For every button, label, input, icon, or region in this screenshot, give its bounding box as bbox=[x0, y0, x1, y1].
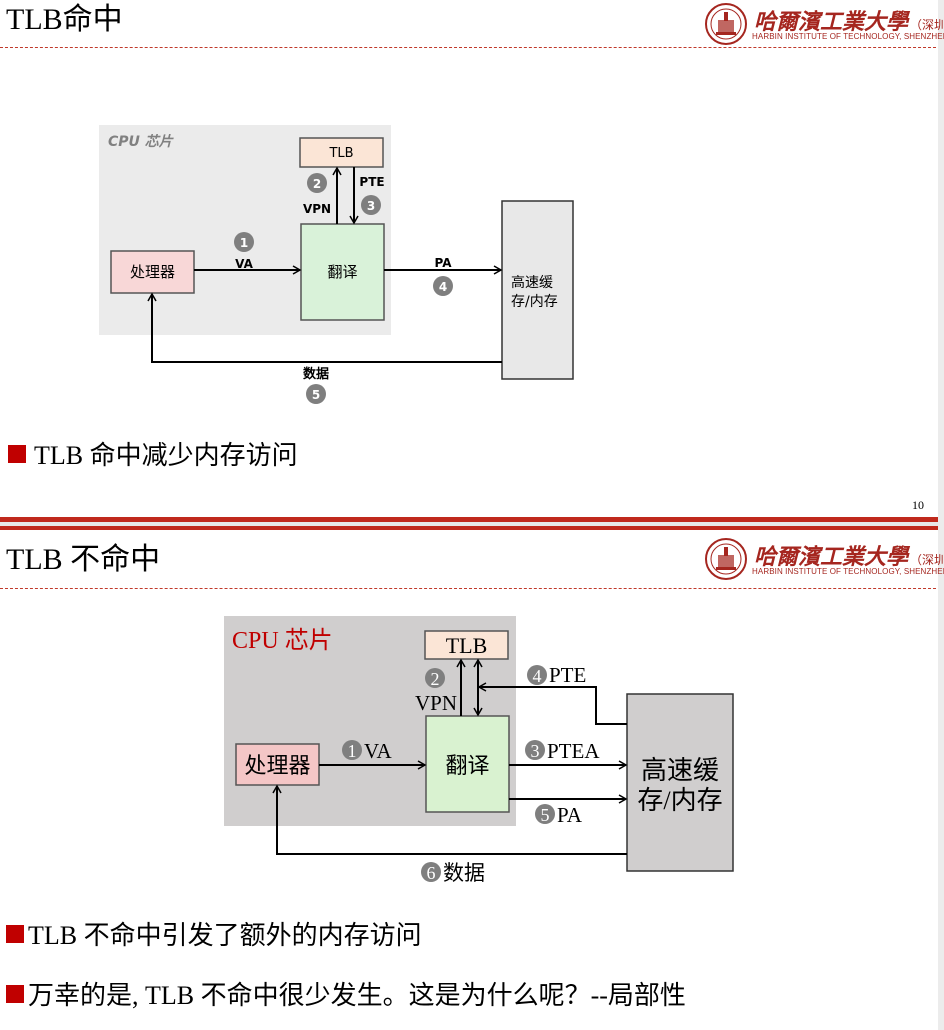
tlb-box bbox=[424, 630, 509, 660]
processor-label: 处理器 bbox=[244, 753, 310, 778]
bullet-item: TLB 不命中引发了额外的内存访问 bbox=[6, 920, 422, 952]
slide-title: TLB命中 bbox=[6, 3, 123, 36]
step-label-pa: PA bbox=[557, 803, 583, 827]
arrow-data bbox=[147, 292, 502, 363]
step-label-va: VA bbox=[364, 739, 392, 763]
logo-name-en: HARBIN INSTITUTE OF TECHNOLOGY, SHENZHEN bbox=[752, 567, 944, 576]
cache-label-line1: 高速缓 bbox=[511, 274, 553, 291]
step-label-pte: PTE bbox=[549, 663, 586, 687]
logo-name-en: HARBIN INSTITUTE OF TECHNOLOGY, SHENZHEN bbox=[752, 32, 944, 41]
svg-text:3: 3 bbox=[531, 741, 540, 761]
cache-memory-box bbox=[626, 693, 734, 872]
step-label-vpn: VPN bbox=[303, 202, 331, 216]
cpu-chip-label: CPU 芯片 bbox=[232, 627, 333, 654]
cache-label-line2: 存/内存 bbox=[637, 786, 722, 815]
arrow-pte bbox=[477, 682, 627, 725]
step-badge-5: 5 bbox=[535, 804, 555, 825]
tlb-label: TLB bbox=[446, 633, 488, 658]
step-label-data: 数据 bbox=[443, 861, 485, 885]
step-badge-2: 2 bbox=[307, 173, 327, 193]
step-badge-4: 4 bbox=[527, 665, 547, 686]
step-badge-3: 3 bbox=[525, 740, 545, 761]
translate-label: 翻译 bbox=[327, 263, 357, 281]
bullet-item: 万幸的是, TLB 不命中很少发生。这是为什么呢？--局部性 bbox=[6, 980, 686, 1012]
header-divider bbox=[0, 47, 936, 48]
cache-memory-box bbox=[501, 200, 574, 380]
step-badge-2: 2 bbox=[425, 668, 445, 689]
slide-separator-bottom bbox=[0, 526, 938, 530]
bullet-square-icon bbox=[6, 985, 24, 1003]
slide-separator-gap bbox=[0, 522, 938, 526]
page-number: 10 bbox=[912, 498, 924, 512]
scrollbar[interactable] bbox=[938, 0, 944, 1030]
processor-label: 处理器 bbox=[130, 263, 175, 281]
step-badge-5: 5 bbox=[306, 384, 326, 404]
svg-text:2: 2 bbox=[431, 669, 440, 689]
processor-box bbox=[235, 743, 320, 786]
university-logo: 哈爾濱工業大學（深圳） HARBIN INSTITUTE OF TECHNOLO… bbox=[704, 2, 944, 48]
bullet-item: TLB 命中减少内存访问 bbox=[8, 440, 298, 472]
cache-label-line1: 高速缓 bbox=[641, 756, 719, 785]
slide-separator-top bbox=[0, 517, 938, 522]
tlb-hit-diagram: CPU 芯片 TLB 处理器 翻译 高速缓 存/内存 1 VA 2 VPN PT… bbox=[99, 125, 574, 404]
step-label-va: VA bbox=[235, 257, 253, 271]
tlb-label: TLB bbox=[328, 146, 353, 161]
svg-text:2: 2 bbox=[313, 177, 321, 191]
step-badge-4: 4 bbox=[433, 276, 453, 296]
svg-text:6: 6 bbox=[427, 863, 436, 883]
tlb-miss-diagram: CPU 芯片 TLB 处理器 翻译 高速缓 存/内存 1 VA 2 VPN bbox=[224, 616, 734, 885]
arrow-data bbox=[272, 784, 627, 855]
step-badge-1: 1 bbox=[234, 232, 254, 252]
university-emblem-icon bbox=[705, 3, 747, 45]
bullet-square-icon bbox=[6, 925, 24, 943]
logo-name-cn: 哈爾濱工業大學（深圳） bbox=[754, 544, 944, 570]
slide-title: TLB 不命中 bbox=[6, 543, 161, 576]
svg-text:3: 3 bbox=[367, 199, 375, 213]
svg-text:4: 4 bbox=[439, 280, 447, 294]
step-label-ptea: PTEA bbox=[547, 739, 600, 763]
cache-label-line2: 存/内存 bbox=[511, 294, 558, 310]
translate-box bbox=[425, 715, 510, 813]
step-badge-6: 6 bbox=[421, 862, 441, 883]
svg-text:1: 1 bbox=[348, 741, 357, 761]
cpu-chip-label: CPU 芯片 bbox=[108, 133, 175, 150]
translate-box bbox=[300, 223, 385, 321]
translate-label: 翻译 bbox=[445, 753, 489, 778]
svg-text:4: 4 bbox=[533, 666, 542, 686]
header-divider bbox=[0, 588, 936, 589]
processor-box bbox=[110, 250, 195, 294]
step-badge-1: 1 bbox=[342, 740, 362, 761]
step-badge-3: 3 bbox=[361, 195, 381, 215]
bullet-square-icon bbox=[8, 445, 26, 463]
logo-name-cn: 哈爾濱工業大學（深圳） bbox=[754, 9, 944, 35]
step-label-vpn: VPN bbox=[415, 691, 457, 715]
svg-text:5: 5 bbox=[541, 805, 550, 825]
step-label-pte: PTE bbox=[359, 175, 384, 189]
step-label-data: 数据 bbox=[303, 366, 329, 382]
university-emblem-icon bbox=[705, 538, 747, 580]
university-logo: 哈爾濱工業大學（深圳） HARBIN INSTITUTE OF TECHNOLO… bbox=[704, 537, 944, 583]
tlb-box bbox=[299, 137, 384, 168]
svg-text:1: 1 bbox=[240, 236, 248, 250]
step-label-pa: PA bbox=[435, 256, 453, 270]
svg-text:5: 5 bbox=[312, 388, 320, 402]
